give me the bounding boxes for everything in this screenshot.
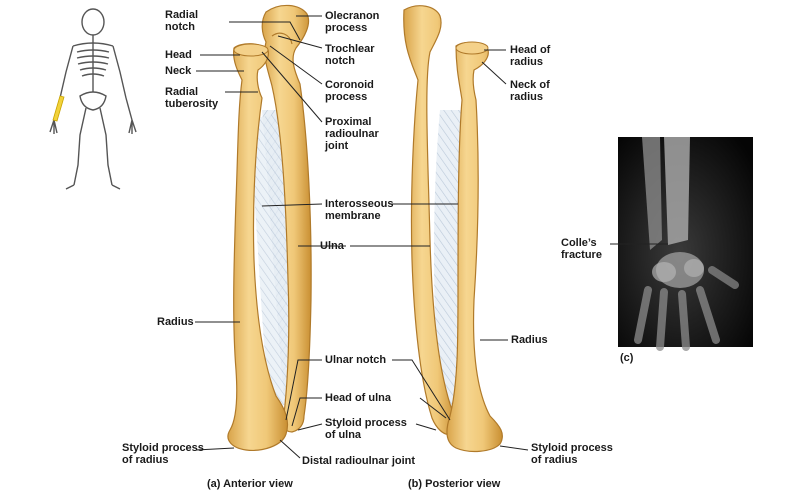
radius-posterior xyxy=(446,41,503,453)
ulna-anterior xyxy=(261,4,312,433)
label-ulnar-notch: Ulnar notch xyxy=(325,354,387,366)
label-ulna: Ulna xyxy=(320,240,344,252)
anterior-view xyxy=(227,4,312,451)
label-neck: Neck xyxy=(165,65,192,77)
label-radius-anterior: Radius xyxy=(157,316,194,328)
skeleton-thumbnail xyxy=(49,8,137,190)
label-head-of-ulna: Head of ulna xyxy=(325,392,392,404)
label-radius-posterior: Radius xyxy=(511,334,548,346)
radius-anterior xyxy=(227,43,289,451)
caption-posterior-view: (b) Posterior view xyxy=(408,478,501,490)
leader-lines xyxy=(195,15,668,459)
caption-xray: (c) xyxy=(620,352,634,364)
highlighted-forearm xyxy=(52,95,65,122)
label-distal-radioulnar-joint: Distal radioulnar joint xyxy=(302,455,416,467)
label-head: Head xyxy=(165,49,192,61)
caption-anterior-view: (a) Anterior view xyxy=(207,478,293,490)
xray-image xyxy=(618,137,753,351)
posterior-view xyxy=(403,5,503,453)
